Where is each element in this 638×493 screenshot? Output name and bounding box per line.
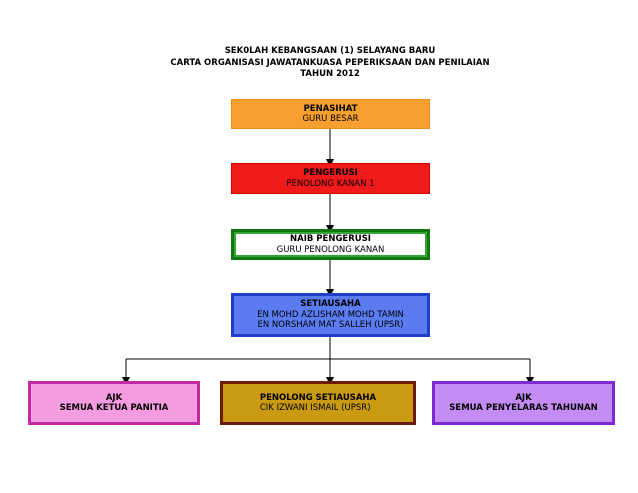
node-penolong-title: PENOLONG SETIAUSAHA <box>259 392 377 403</box>
node-naib-role: GURU PENOLONG KANAN <box>276 244 385 255</box>
node-naib-pengerusi: NAIB PENGERUSI GURU PENOLONG KANAN <box>231 229 430 260</box>
chart-header: SEK0LAH KEBANGSAAN (1) SELAYANG BARU CAR… <box>0 46 638 81</box>
node-ajk-right-role: SEMUA PENYELARAS TAHUNAN <box>449 403 598 413</box>
node-penasihat-role: GURU BESAR <box>302 114 359 124</box>
node-setiausaha-name-1: EN MOHD AZLISHAM MOHD TAMIN <box>257 309 404 320</box>
node-pengerusi-role: PENOLONG KANAN 1 <box>286 178 375 189</box>
node-pengerusi: PENGERUSI PENOLONG KANAN 1 <box>231 163 430 194</box>
node-penasihat-title: PENASIHAT <box>303 103 358 114</box>
node-naib-title: NAIB PENGERUSI <box>290 234 371 244</box>
node-ajk-ketua-panitia: AJK SEMUA KETUA PANITIA <box>28 381 200 425</box>
chart-year: TAHUN 2012 <box>300 69 360 79</box>
node-setiausaha-name-2: EN NORSHAM MAT SALLEH (UPSR) <box>257 320 404 331</box>
chart-title: CARTA ORGANISASI JAWATANKUASA PEPERIKSAA… <box>170 57 490 68</box>
node-setiausaha: SETIAUSAHA EN MOHD AZLISHAM MOHD TAMIN E… <box>231 293 430 337</box>
node-pengerusi-title: PENGERUSI <box>303 168 358 178</box>
node-penolong-name: CIK IZWANI ISMAIL (UPSR) <box>259 403 371 413</box>
node-ajk-penyelaras-tahunan: AJK SEMUA PENYELARAS TAHUNAN <box>432 381 615 425</box>
node-penasihat: PENASIHAT GURU BESAR <box>231 99 430 129</box>
school-name: SEK0LAH KEBANGSAAN (1) SELAYANG BARU <box>224 46 436 56</box>
node-ajk-left-title: AJK <box>105 392 123 403</box>
node-ajk-right-title: AJK <box>515 392 532 403</box>
node-ajk-left-role: SEMUA KETUA PANITIA <box>59 403 169 413</box>
node-penolong-setiausaha: PENOLONG SETIAUSAHA CIK IZWANI ISMAIL (U… <box>220 381 416 425</box>
node-setiausaha-title: SETIAUSAHA <box>300 299 361 310</box>
